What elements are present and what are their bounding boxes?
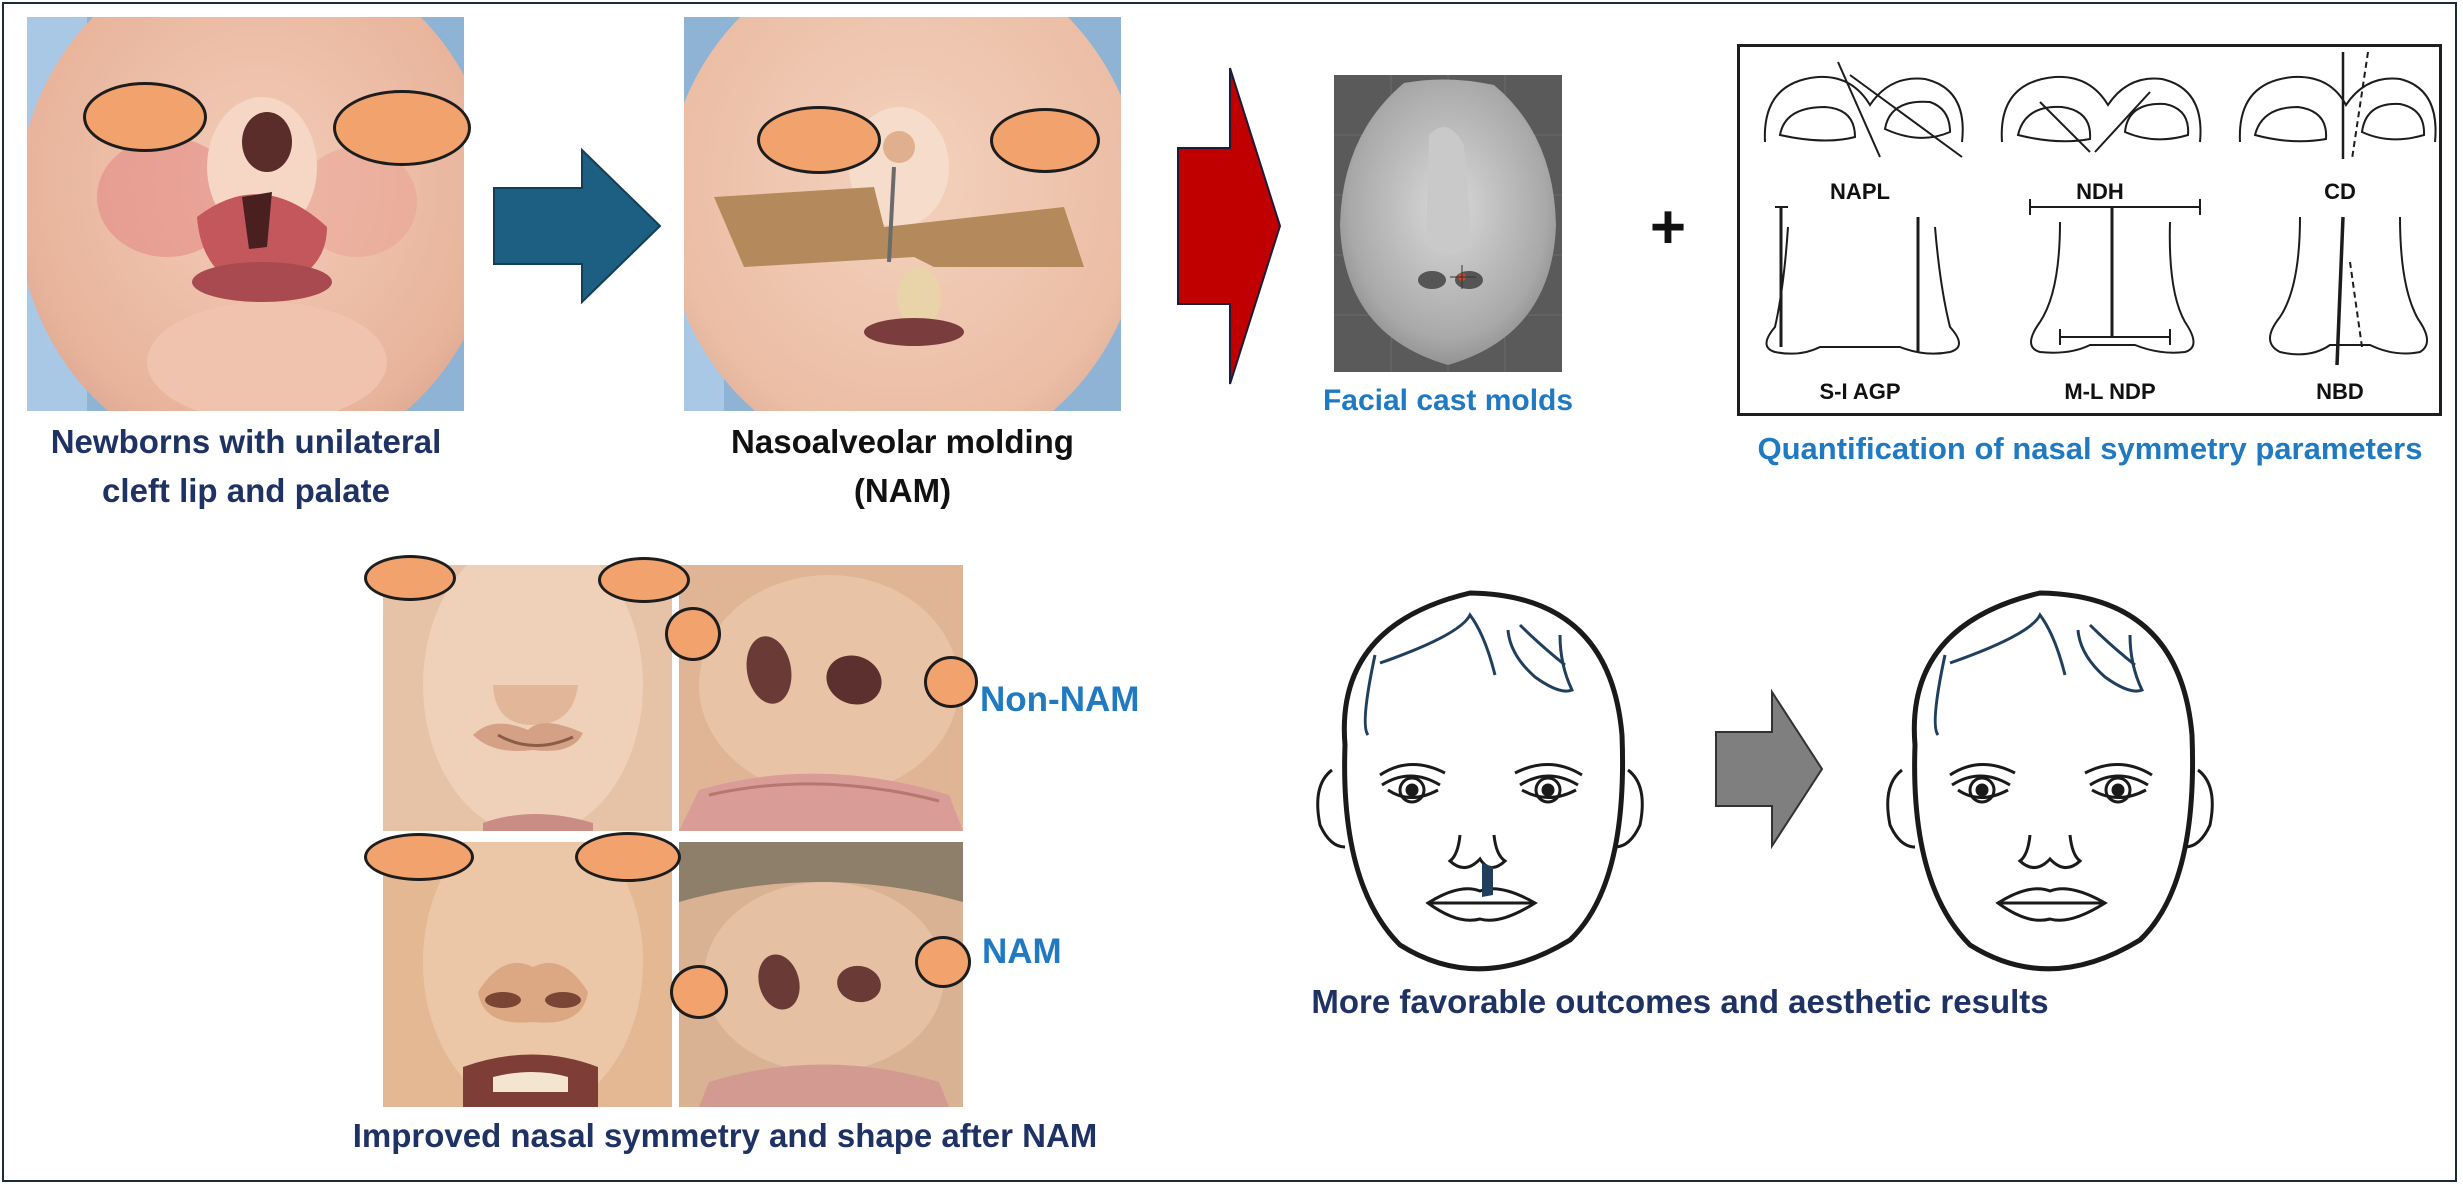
step1-caption-line2: cleft lip and palate [102,472,390,509]
step2-caption-line1: Nasoalveolar molding [731,423,1074,460]
step1-caption-line1: Newborns with unilateral [50,423,442,460]
teal-arrow-icon [493,147,662,305]
param-label-cd: CD [2324,179,2356,204]
privacy-mask-eye [575,832,681,882]
param-label-si-agp: S-I AGP [1819,379,1901,404]
step3-caption: Facial cast molds [1322,384,1574,417]
step2-caption-line2: (NAM) [853,472,952,509]
plus-sign: + [1649,193,1687,262]
non-nam-basal-photo [679,565,963,831]
privacy-mask-eye [364,833,474,881]
privacy-mask-eye [670,965,728,1019]
non-nam-label: Non-NAM [980,680,1140,719]
comparison-caption: Improved nasal symmetry and shape after … [352,1117,1098,1154]
param-label-ml-ndp: M-L NDP [2064,379,2156,404]
param-label-ndh: NDH [2076,179,2124,204]
privacy-mask-eye [598,557,690,603]
privacy-mask-right-eye [990,108,1100,173]
gray-arrow-icon [1715,688,1824,850]
nasal-parameters-panel: NAPL NDH CD S-I AGP M-L NDP NBD [1737,44,2442,416]
outcome-caption: More favorable outcomes and aesthetic re… [1311,983,2049,1020]
privacy-mask-eye [915,936,971,988]
privacy-mask-left-eye [83,82,207,152]
facial-cast-mold-image [1334,75,1562,372]
red-arrow-icon [1177,67,1282,385]
nam-label: NAM [982,932,1062,971]
nam-frontal-photo [383,842,672,1107]
step1-caption: Newborns with unilateral cleft lip and p… [0,417,492,515]
privacy-mask-right-eye [333,90,471,166]
improved-face-illustration [1886,590,2214,972]
non-nam-frontal-photo [383,565,672,831]
newborn-cleft-photo [27,17,464,411]
nam-appliance-photo [684,17,1121,411]
nam-basal-photo [679,842,963,1107]
cleft-face-illustration [1316,590,1644,972]
privacy-mask-eye [924,656,978,708]
privacy-mask-eye [665,607,721,661]
privacy-mask-left-eye [757,106,881,174]
param-label-nbd: NBD [2316,379,2364,404]
step2-caption: Nasoalveolar molding (NAM) [665,417,1140,515]
nostril-diagrams-icon [1763,51,2437,366]
param-label-napl: NAPL [1830,179,1890,204]
privacy-mask-eye [364,555,456,601]
step4-caption: Quantification of nasal symmetry paramet… [1757,431,2423,466]
